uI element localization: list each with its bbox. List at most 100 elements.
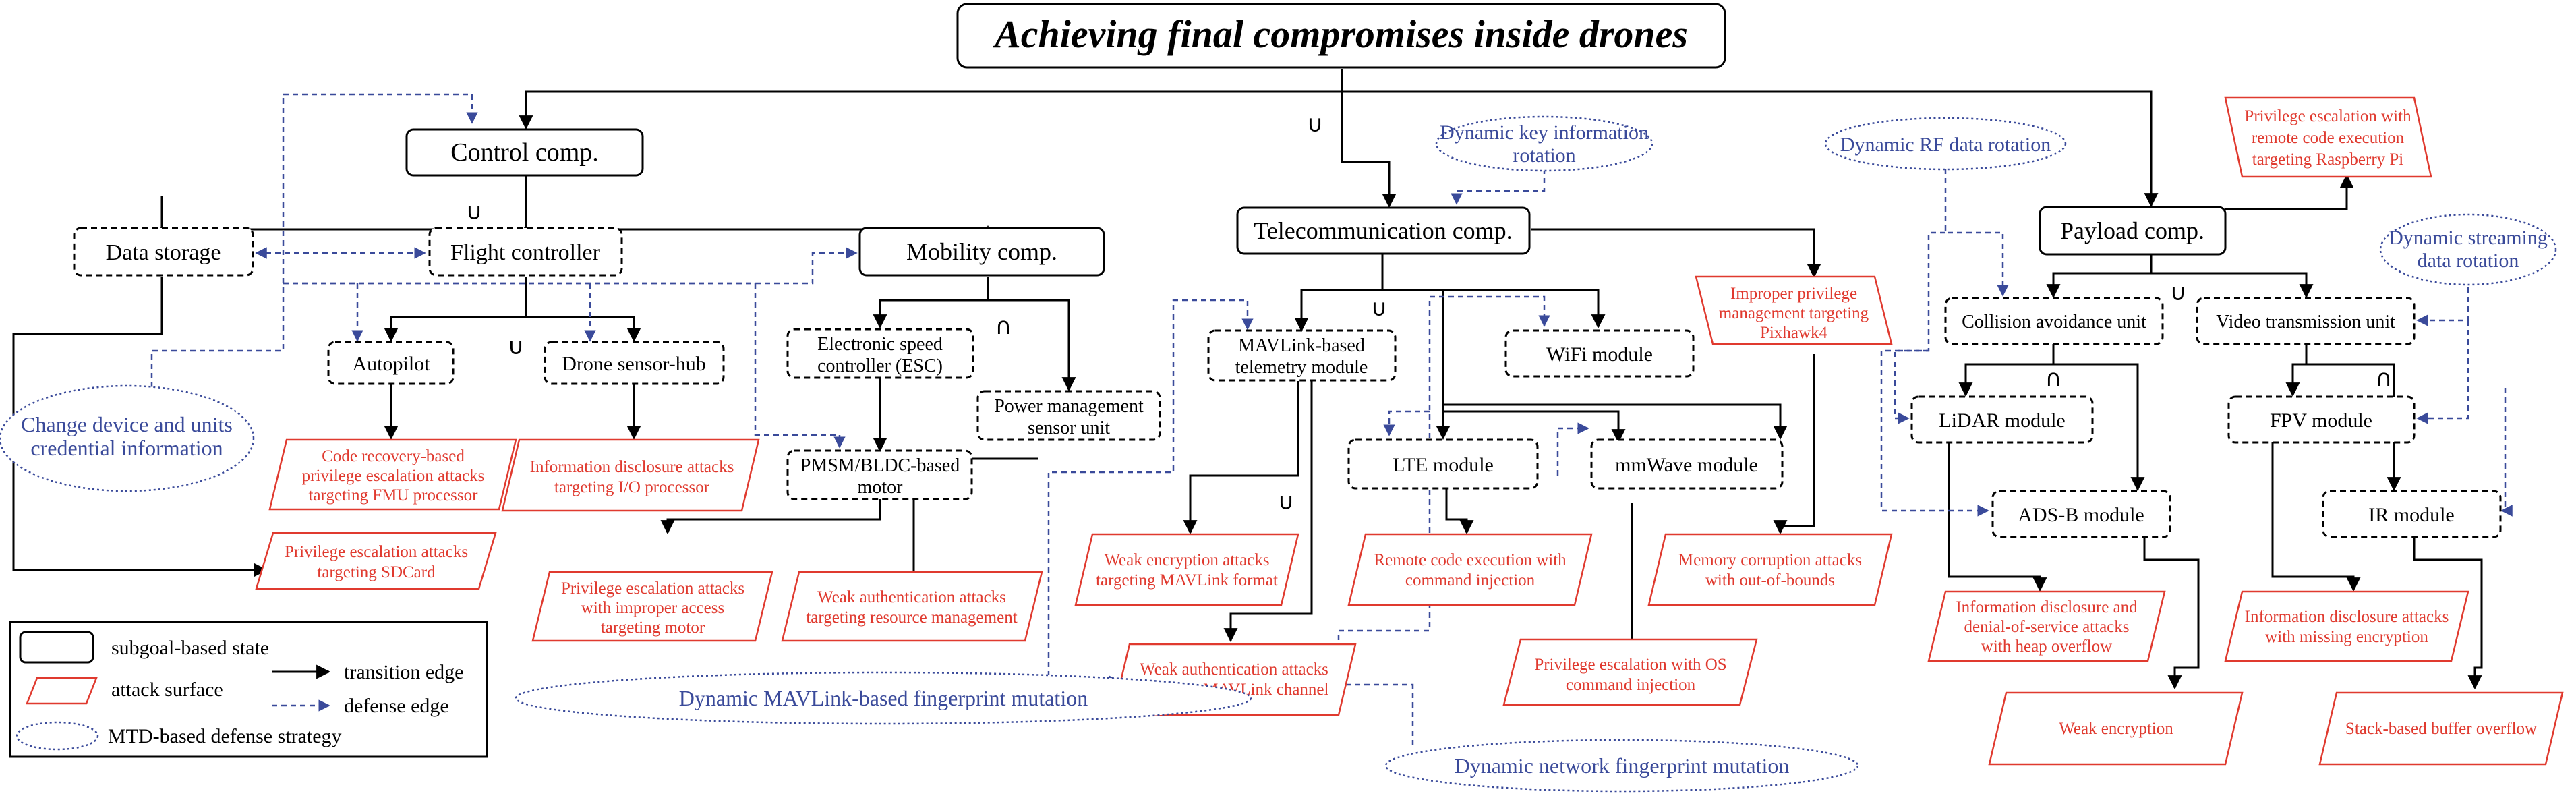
attack-rce <box>1347 533 1593 606</box>
state-telecom-comp: Telecommunication comp. <box>1236 206 1531 255</box>
svg-text:Stack-based buffer overflow: Stack-based buffer overflow <box>2345 720 2537 738</box>
svg-text:Data storage: Data storage <box>106 240 221 265</box>
state-mmwave-module: mmWave module <box>1590 438 1784 490</box>
legend-defense-edge-label: defense edge <box>344 695 449 717</box>
union-symbol: ∪ <box>1278 488 1295 515</box>
state-lte-module: LTE module <box>1347 438 1539 490</box>
state-control-comp: Control comp. <box>405 128 644 177</box>
svg-text:Code recovery-based: Code recovery-based <box>322 447 465 465</box>
svg-text:IR module: IR module <box>2368 504 2455 526</box>
legend-defense-swatch <box>16 721 99 751</box>
svg-text:Autopilot: Autopilot <box>352 353 430 375</box>
svg-text:MAVLink-based: MAVLink-based <box>1238 335 1365 356</box>
svg-text:targeting SDCard: targeting SDCard <box>317 563 436 581</box>
svg-text:Power management: Power management <box>994 396 1144 417</box>
svg-text:ADS-B module: ADS-B module <box>2018 504 2144 526</box>
svg-text:Weak authentication attacks: Weak authentication attacks <box>817 588 1006 606</box>
union-symbol: ∪ <box>2170 279 2187 306</box>
state-wifi-module: WiFi module <box>1504 329 1695 378</box>
svg-text:targeting MAVLink format: targeting MAVLink format <box>1096 571 1278 590</box>
defense-credential-change <box>0 384 255 492</box>
state-pmsm-motor: PMSM/BLDC-based motor <box>786 449 973 500</box>
svg-text:Dynamic streaming: Dynamic streaming <box>2389 227 2548 249</box>
union-symbol: ∪ <box>1307 111 1324 138</box>
state-adsb-module: ADS-B module <box>1991 490 2171 538</box>
svg-text:PMSM/BLDC-based: PMSM/BLDC-based <box>800 455 960 476</box>
defense-network-fingerprint <box>1384 739 1859 793</box>
attack-fmu-processor <box>268 438 517 511</box>
attack-mavlink-format <box>1074 533 1299 606</box>
attack-memory-corruption <box>1647 533 1893 606</box>
state-lidar-module: LiDAR module <box>1910 395 2094 444</box>
attack-heap-overflow <box>1927 590 2166 662</box>
svg-text:WiFi module: WiFi module <box>1546 343 1653 366</box>
legend-state-swatch <box>19 631 94 664</box>
svg-text:Weak encryption attacks: Weak encryption attacks <box>1104 551 1269 569</box>
svg-text:Weak encryption: Weak encryption <box>2059 720 2173 738</box>
svg-text:command injection: command injection <box>1566 676 1696 694</box>
svg-text:remote code execution: remote code execution <box>2252 129 2405 147</box>
defense-streaming-rotation <box>2379 213 2557 286</box>
svg-text:data rotation: data rotation <box>2418 250 2519 272</box>
svg-text:targeting resource management: targeting resource management <box>806 608 1017 627</box>
svg-text:command injection: command injection <box>1405 571 1535 590</box>
title-box: Achieving final compromises inside drone… <box>956 3 1726 69</box>
attack-stack-overflow <box>2318 691 2564 766</box>
legend-attack-swatch <box>26 677 98 705</box>
attack-io-processor <box>501 438 760 512</box>
intersection-symbol: ∩ <box>2376 365 2393 392</box>
attack-os-command-box <box>1502 638 1758 706</box>
attack-sdcard <box>255 532 497 590</box>
legend-transition-label: transition edge <box>344 661 463 683</box>
svg-text:with heap overflow: with heap overflow <box>1981 637 2112 656</box>
svg-text:Privilege escalation with OS: Privilege escalation with OS <box>1534 656 1726 674</box>
attack-weak-encryption <box>1988 691 2244 766</box>
svg-text:telemetry module: telemetry module <box>1235 357 1368 378</box>
svg-text:Dynamic MAVLink-based fingerpr: Dynamic MAVLink-based fingerprint mutati… <box>679 686 1088 710</box>
svg-text:with out-of-bounds: with out-of-bounds <box>1705 571 1835 590</box>
svg-text:LTE module: LTE module <box>1393 454 1494 476</box>
svg-text:Information disclosure attacks: Information disclosure attacks <box>2245 608 2449 626</box>
attack-missing-encryption <box>2224 590 2469 662</box>
svg-text:targeting Raspberry Pi: targeting Raspberry Pi <box>2252 150 2404 169</box>
svg-text:denial-of-service attacks: denial-of-service attacks <box>1964 618 2129 636</box>
svg-text:Electronic speed: Electronic speed <box>817 334 943 355</box>
svg-text:FPV module: FPV module <box>2270 409 2372 432</box>
svg-text:Privilege escalation attacks: Privilege escalation attacks <box>285 543 468 561</box>
attack-surfaces <box>255 96 2564 766</box>
attack-motor <box>531 571 773 642</box>
state-mobility-comp: Mobility comp. <box>858 227 1105 277</box>
svg-text:targeting I/O processor: targeting I/O processor <box>554 478 710 496</box>
svg-text:Dynamic key information: Dynamic key information <box>1440 121 1649 144</box>
svg-text:Mobility comp.: Mobility comp. <box>906 238 1057 265</box>
state-ir-module: IR module <box>2322 490 2502 538</box>
svg-text:with missing encryption: with missing encryption <box>2265 628 2428 646</box>
diagram-title: Achieving final compromises inside drone… <box>993 12 1688 56</box>
union-symbol: ∪ <box>508 333 525 360</box>
svg-text:sensor unit: sensor unit <box>1028 418 1110 438</box>
attack-pixhawk4 <box>1695 275 1893 345</box>
svg-text:LiDAR module: LiDAR module <box>1939 409 2066 432</box>
svg-text:management targeting: management targeting <box>1719 304 1869 322</box>
intersection-symbol: ∩ <box>2045 365 2062 392</box>
svg-text:Memory corruption attacks: Memory corruption attacks <box>1678 551 1862 569</box>
defense-strategies <box>0 115 2557 793</box>
state-fpv-module: FPV module <box>2227 395 2416 444</box>
states: Control comp. Data storage Flight contro… <box>73 128 2502 538</box>
state-power-management: Power management sensor unit <box>976 390 1161 441</box>
svg-text:motor: motor <box>858 477 904 498</box>
svg-text:Pixhawk4: Pixhawk4 <box>1760 324 1828 342</box>
defense-rf-rotation <box>1824 117 2067 171</box>
state-mavlink-telemetry: MAVLink-based telemetry module <box>1207 329 1397 382</box>
svg-text:Video transmission unit: Video transmission unit <box>2216 312 2395 333</box>
svg-text:with improper access: with improper access <box>581 599 724 617</box>
legend-defense-strategy-label: MTD-based defense strategy <box>108 725 342 747</box>
svg-text:controller (ESC): controller (ESC) <box>817 355 943 376</box>
svg-text:Weak authentication attacks: Weak authentication attacks <box>1140 660 1328 679</box>
svg-text:Collision avoidance unit: Collision avoidance unit <box>1962 312 2146 333</box>
legend-attack-label: attack surface <box>111 679 223 701</box>
svg-text:Payload comp.: Payload comp. <box>2060 217 2204 244</box>
state-collision-avoidance: Collision avoidance unit <box>1944 297 2164 345</box>
svg-text:Information disclosure attacks: Information disclosure attacks <box>530 458 734 476</box>
